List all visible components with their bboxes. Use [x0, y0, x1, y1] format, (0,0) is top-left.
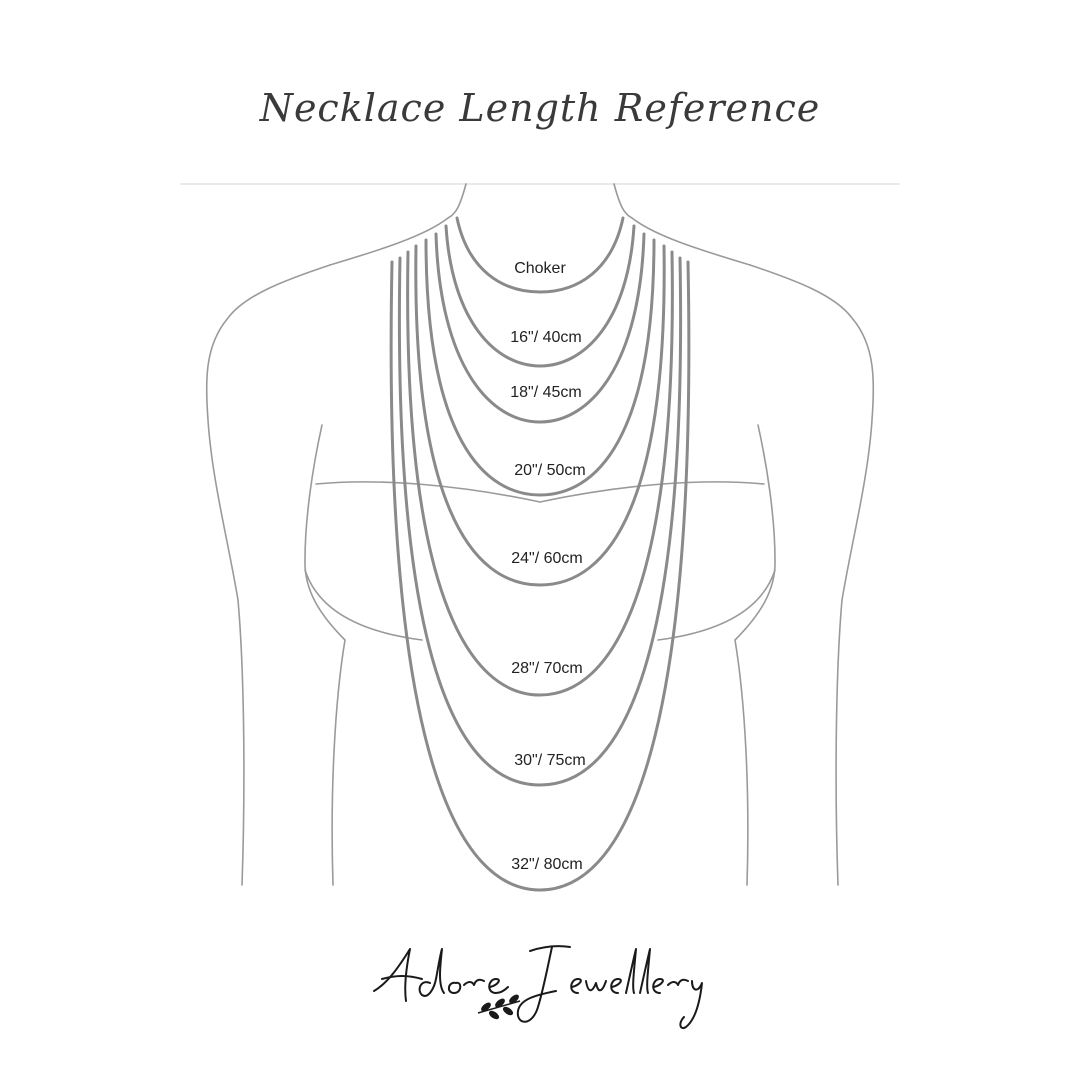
- necklace-lines: [389, 216, 691, 892]
- label-30in: 30"/ 75cm: [514, 752, 586, 769]
- bust-right: [657, 569, 776, 641]
- necklace-30in: [397, 256, 683, 787]
- necklace-32in: [389, 260, 691, 892]
- label-18in: 18"/ 45cm: [510, 384, 582, 401]
- necklace-24in: [414, 244, 666, 587]
- necklace-choker: [455, 216, 625, 294]
- necklace-18in: [434, 232, 646, 424]
- body-outline: [205, 183, 875, 886]
- shoulder-right: [749, 264, 875, 886]
- label-28in: 28"/ 70cm: [511, 660, 583, 677]
- brand-logo: [373, 945, 703, 1029]
- necklace-28in: [406, 250, 674, 697]
- bust-left: [304, 569, 423, 641]
- shoulder-left: [205, 264, 331, 886]
- necklace-16in: [444, 224, 636, 368]
- label-24in: 24"/ 60cm: [511, 550, 583, 567]
- neck-right: [613, 183, 751, 266]
- label-choker: Choker: [514, 260, 566, 277]
- bust-line: [315, 481, 765, 503]
- label-20in: 20"/ 50cm: [514, 462, 586, 479]
- torso-right: [734, 424, 776, 886]
- neck-left: [329, 183, 467, 266]
- label-32in: 32"/ 80cm: [511, 856, 583, 873]
- torso-left: [304, 424, 346, 886]
- label-16in: 16"/ 40cm: [510, 329, 582, 346]
- page-title: Necklace Length Reference: [259, 86, 821, 130]
- leaf-sprig-icon: [477, 994, 521, 1020]
- necklace-20in: [424, 238, 656, 497]
